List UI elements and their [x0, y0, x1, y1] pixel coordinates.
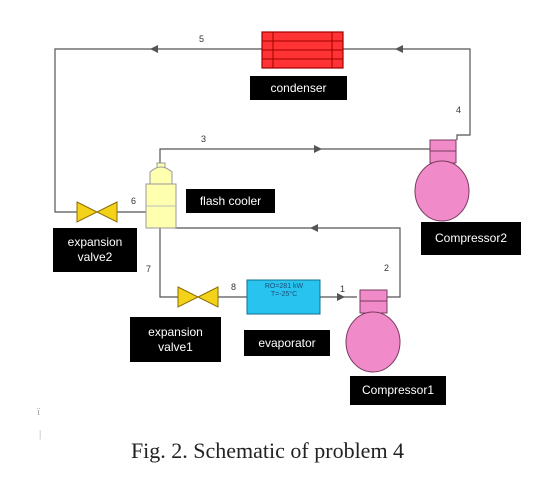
- pipe-line-4: [343, 48, 471, 140]
- stream-number-6: 6: [131, 196, 137, 206]
- pipe-line-2: [174, 227, 401, 298]
- expansion-valve2-label: expansion valve2: [53, 228, 137, 272]
- stream-number-7: 7: [146, 264, 152, 274]
- evaporator-note-line-2: T=-25°C: [270, 291, 298, 298]
- expansion-valve1: [177, 286, 219, 308]
- stream-number-1: 1: [340, 284, 346, 294]
- piping: [54, 48, 471, 298]
- pipe-line-7: [159, 228, 178, 298]
- stream-number-4: 4: [456, 105, 462, 115]
- flash-cooler: [145, 162, 177, 229]
- stray-mark-2: |: [39, 428, 42, 440]
- stray-mark-1: ї: [37, 406, 41, 418]
- condenser-label: condenser: [250, 76, 347, 100]
- arrow-line-2: [310, 224, 318, 232]
- evaporator-note-line-1: RO=281 kW: [264, 283, 304, 290]
- arrow-line-5: [150, 45, 158, 53]
- stream-number-5: 5: [199, 34, 205, 44]
- compressor1-label: Compressor1: [350, 376, 446, 405]
- arrow-line-4: [395, 45, 403, 53]
- expansion-valve1-label: expansion valve1: [130, 317, 221, 362]
- flash-cooler-label: flash cooler: [186, 189, 275, 213]
- condenser: [261, 31, 344, 69]
- compressor2: [414, 139, 470, 222]
- pipe-line-5: [54, 48, 262, 213]
- compressor2-label: Compressor2: [421, 222, 521, 255]
- stream-number-8: 8: [231, 282, 237, 292]
- compressor1: [345, 289, 401, 373]
- pipe-line-3: [159, 148, 430, 166]
- stream-number-3: 3: [201, 134, 207, 144]
- evaporator-note: RO=281 kW T=-25°C: [250, 283, 318, 299]
- arrow-line-1: [337, 293, 345, 301]
- stream-number-2: 2: [384, 263, 390, 273]
- flow-arrows: [150, 45, 403, 301]
- evaporator-label: evaporator: [244, 330, 330, 356]
- figure-caption: Fig. 2. Schematic of problem 4: [130, 438, 405, 463]
- evaporator: [246, 279, 321, 315]
- expansion-valve2: [76, 201, 118, 223]
- arrow-line-3: [314, 145, 322, 153]
